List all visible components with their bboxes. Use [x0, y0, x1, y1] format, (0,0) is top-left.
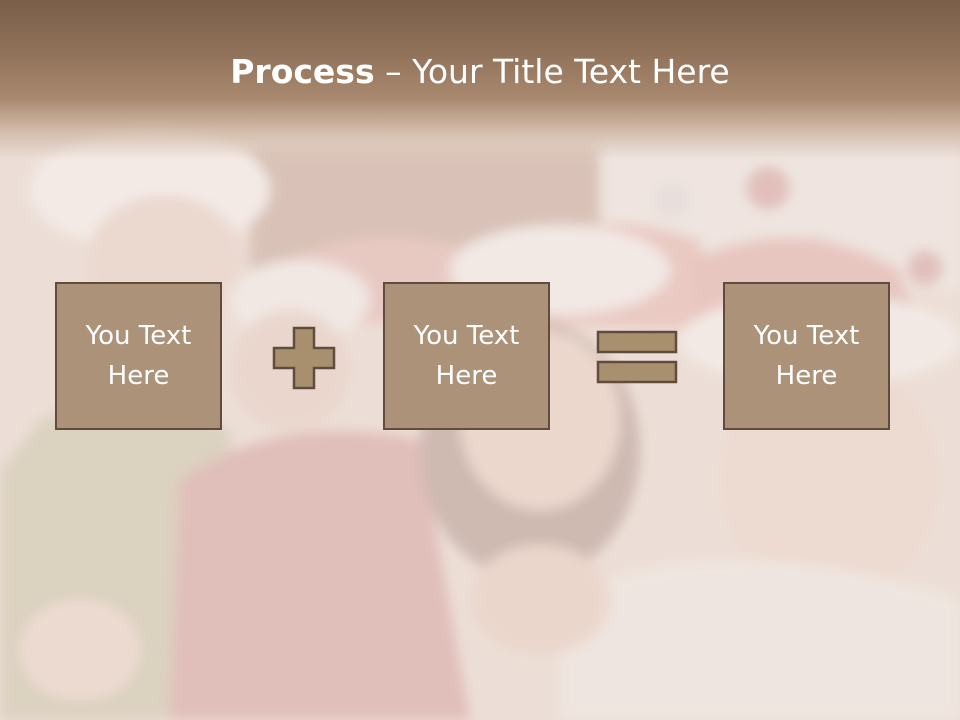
title-text: Your Title Text Here	[412, 52, 730, 91]
process-box-3-text[interactable]: You Text Here	[753, 321, 860, 391]
plus-icon	[272, 326, 336, 390]
equals-icon	[596, 330, 678, 384]
process-box-1[interactable]: You Text Here	[55, 282, 222, 430]
process-box-1-text[interactable]: You Text Here	[85, 321, 192, 391]
process-box-2-text[interactable]: You Text Here	[413, 321, 520, 391]
process-box-2[interactable]: You Text Here	[383, 282, 550, 430]
title-separator: –	[385, 52, 402, 91]
title-bold-word: Process	[230, 52, 375, 91]
process-box-3[interactable]: You Text Here	[723, 282, 890, 430]
slide-title: Process – Your Title Text Here	[0, 52, 960, 91]
title-band	[0, 0, 960, 160]
